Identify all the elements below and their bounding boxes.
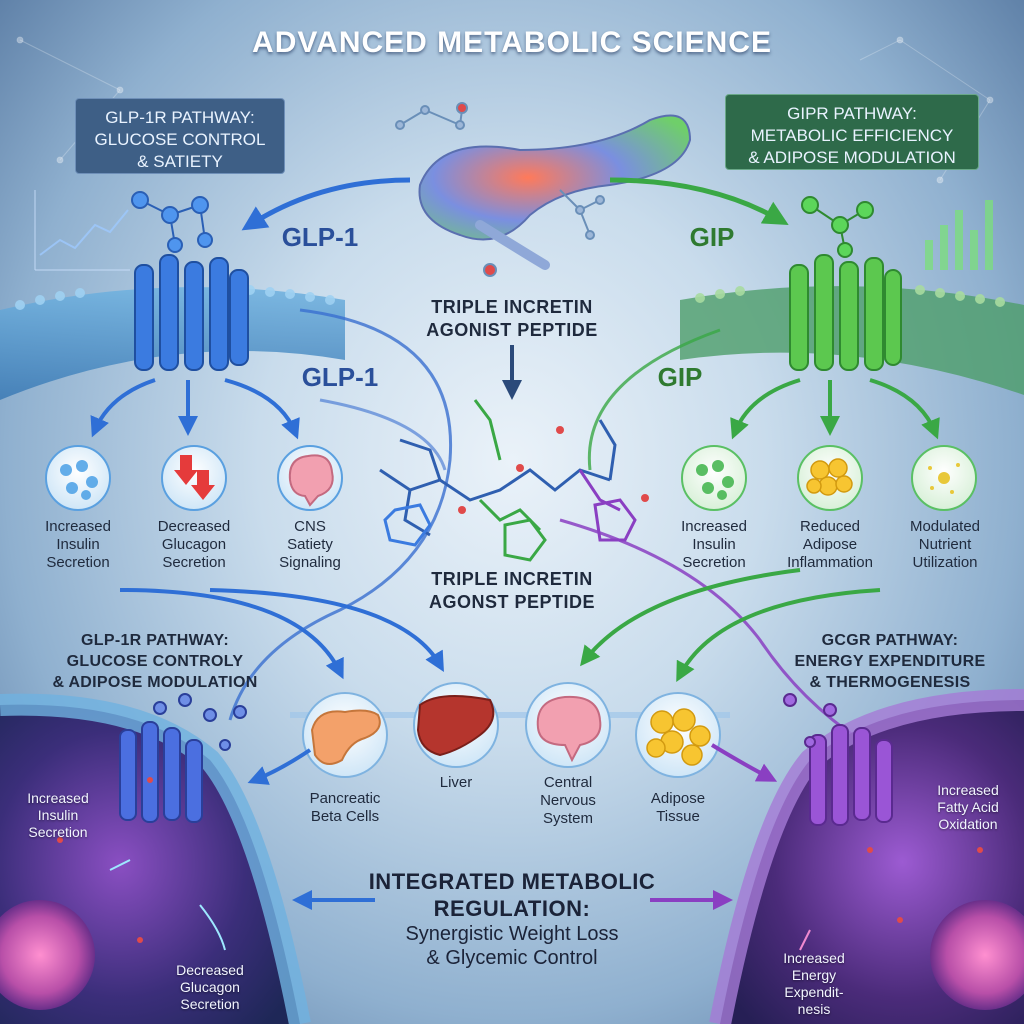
- gipr-box-line1: GIPR PATHWAY:: [787, 104, 917, 123]
- glp1-arrow-top: [241, 177, 411, 231]
- effect-circle-left-1: [45, 445, 111, 511]
- page-title: ADVANCED METABOLIC SCIENCE: [252, 26, 772, 59]
- glp1-label-top: GLP-1: [281, 222, 359, 252]
- gipr-pathway-box: GIPR PATHWAY: METABOLIC EFFICIENCY & ADI…: [725, 94, 979, 170]
- glp1r-box-line2: GLUCOSE CONTROL: [94, 130, 266, 149]
- left-mini-chart: [34, 190, 130, 271]
- gcgr-pathway-mid-label: GCGR PATHWAY:ENERGY EXPENDITURE& THERMOG…: [794, 632, 986, 691]
- effect-circle-left-2: [161, 445, 227, 511]
- gip-label-mid: GIP: [657, 362, 703, 392]
- effect-circle-right-1: [681, 445, 747, 511]
- integrated-regulation-label: INTEGRATED METABOLIC REGULATION: Synergi…: [368, 869, 656, 969]
- glp1r-pathway-mid-label: GLP-1R PATHWAY:GLUCOSE CONTROLY& ADIPOSE…: [52, 632, 258, 691]
- glp1r-box-line1: GLP-1R PATHWAY:: [105, 108, 255, 127]
- gcgr-receptor-icon: [809, 724, 893, 826]
- nucleus-right-icon: [930, 900, 1024, 1010]
- gip-arrow-top: [609, 177, 789, 225]
- triple-incretin-peptide-icon: [379, 399, 637, 562]
- gipr-box-line2: METABOLIC EFFICIENCY: [750, 126, 954, 145]
- center-peptide-label-mid: TRIPLE INCRETIN AGONST PEPTIDE: [428, 569, 596, 612]
- glp1-receptor-icon: [134, 254, 249, 371]
- center-peptide-label-top: TRIPLE INCRETIN AGONIST PEPTIDE: [426, 297, 598, 340]
- glp1-ligand-molecule-icon: [131, 191, 213, 253]
- right-mini-chart: [925, 200, 993, 270]
- gip-receptor-icon: [789, 254, 902, 371]
- gip-label-top: GIP: [689, 222, 735, 252]
- organ-label-liver: Liver: [439, 774, 473, 791]
- glp1r-pathway-box: GLP-1R PATHWAY: GLUCOSE CONTROL & SATIET…: [75, 98, 285, 174]
- nucleus-left-icon: [0, 900, 95, 1010]
- glp1r-receptor-lower-icon: [119, 721, 203, 823]
- gip-ligand-molecule-icon: [801, 196, 874, 258]
- pancreas-top-icon: [418, 114, 692, 270]
- glp1-label-mid: GLP-1: [301, 362, 379, 392]
- glp1r-box-line3: & SATIETY: [137, 152, 223, 171]
- gipr-box-line3: & ADIPOSE MODULATION: [748, 148, 956, 167]
